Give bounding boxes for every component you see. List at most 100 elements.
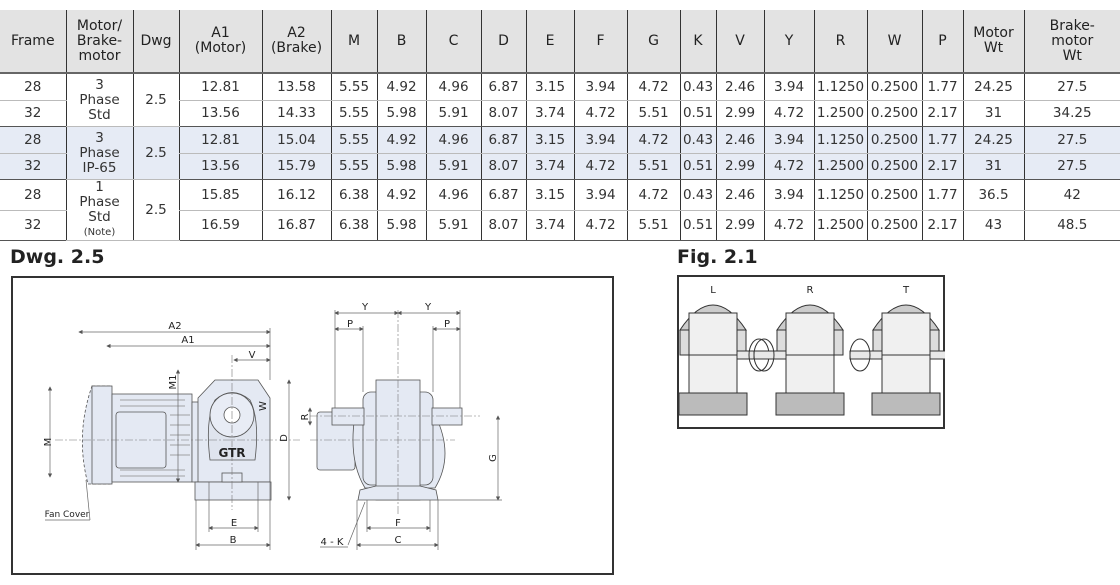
column-header: Motor/ Brake- motor bbox=[65, 10, 133, 74]
value-cell: 0.2500 bbox=[866, 126, 922, 154]
value-cell: 0.2500 bbox=[866, 73, 922, 101]
value-cell: 5.91 bbox=[425, 100, 481, 127]
value-cell: 42 bbox=[1023, 179, 1120, 211]
value-cell: 2.17 bbox=[921, 100, 963, 127]
frame-cell: 32 bbox=[0, 100, 66, 127]
value-cell: 3.94 bbox=[573, 126, 627, 154]
label-b: B bbox=[230, 535, 237, 546]
value-cell: 15.04 bbox=[261, 126, 331, 154]
value-cell: 6.87 bbox=[480, 126, 526, 154]
value-cell: 5.91 bbox=[425, 210, 481, 241]
column-header: C bbox=[425, 10, 481, 74]
value-cell: 0.2500 bbox=[866, 210, 922, 241]
value-cell: 0.2500 bbox=[866, 100, 922, 127]
value-cell: 2.99 bbox=[715, 153, 764, 180]
dimension-drawing: A2 A1 V M1 W M D E B Fan Cover GTR Y Y P… bbox=[43, 302, 502, 550]
dwg-cell: 2.5 bbox=[132, 73, 179, 127]
value-cell: 4.92 bbox=[376, 179, 426, 211]
mounting-label-T: T bbox=[902, 285, 910, 296]
label-g: G bbox=[488, 454, 499, 462]
mounting-figure: L R T bbox=[678, 285, 945, 416]
label-r: R bbox=[300, 413, 311, 420]
value-cell: 5.55 bbox=[330, 126, 377, 154]
column-header: Motor Wt bbox=[962, 10, 1024, 74]
drawing-title: Dwg. 2.5 bbox=[10, 246, 105, 268]
value-cell: 1.77 bbox=[921, 179, 963, 211]
value-cell: 5.91 bbox=[425, 153, 481, 180]
value-cell: 3.15 bbox=[525, 126, 574, 154]
value-cell: 31 bbox=[962, 153, 1024, 180]
column-header: E bbox=[525, 10, 574, 74]
value-cell: 12.81 bbox=[178, 126, 262, 154]
frame-cell: 28 bbox=[0, 126, 66, 154]
header-line: Frame bbox=[10, 32, 55, 49]
value-cell: 4.72 bbox=[763, 153, 814, 180]
header-line: K bbox=[693, 32, 703, 49]
value-cell: 4.96 bbox=[425, 179, 481, 211]
value-cell: 0.51 bbox=[679, 210, 716, 241]
value-cell: 24.25 bbox=[962, 73, 1024, 101]
value-cell: 2.99 bbox=[715, 210, 764, 241]
value-cell: 6.38 bbox=[330, 210, 377, 241]
frame-cell: 32 bbox=[0, 210, 66, 241]
value-cell: 16.87 bbox=[261, 210, 331, 241]
value-cell: 0.2500 bbox=[866, 179, 922, 211]
value-cell: 5.98 bbox=[376, 100, 426, 127]
header-line: Y bbox=[784, 32, 794, 49]
value-cell: 5.98 bbox=[376, 210, 426, 241]
value-cell: 6.87 bbox=[480, 73, 526, 101]
mounting-view-R bbox=[753, 304, 845, 416]
column-header: Dwg bbox=[132, 10, 179, 74]
value-cell: 1.1250 bbox=[813, 126, 867, 154]
value-cell: 14.33 bbox=[261, 100, 331, 127]
value-cell: 4.72 bbox=[626, 73, 680, 101]
value-cell: 8.07 bbox=[480, 153, 526, 180]
label-e: E bbox=[231, 518, 237, 529]
value-cell: 2.46 bbox=[715, 179, 764, 211]
value-cell: 3.15 bbox=[525, 179, 574, 211]
header-line: D bbox=[498, 32, 509, 49]
value-cell: 13.56 bbox=[178, 100, 262, 127]
label-a2: A2 bbox=[168, 321, 181, 332]
value-cell: 12.81 bbox=[178, 73, 262, 101]
motor-type: 3 Phase IP-65 bbox=[79, 129, 120, 176]
value-cell: 24.25 bbox=[962, 126, 1024, 154]
value-cell: 16.59 bbox=[178, 210, 262, 241]
value-cell: 3.74 bbox=[525, 153, 574, 180]
header-line: G bbox=[648, 32, 659, 49]
motor-type-cell: 3 Phase Std bbox=[65, 73, 133, 127]
label-y-right: Y bbox=[424, 302, 432, 313]
column-header: V bbox=[715, 10, 764, 74]
column-header: G bbox=[626, 10, 680, 74]
value-cell: 8.07 bbox=[480, 100, 526, 127]
label-p-right: P bbox=[444, 319, 450, 330]
value-cell: 4.72 bbox=[573, 153, 627, 180]
value-cell: 3.94 bbox=[763, 73, 814, 101]
figure-title: Fig. 2.1 bbox=[677, 246, 758, 268]
dwg-cell: 2.5 bbox=[132, 126, 179, 180]
value-cell: 0.2500 bbox=[866, 153, 922, 180]
value-cell: 3.74 bbox=[525, 100, 574, 127]
header-line: C bbox=[448, 32, 459, 49]
value-cell: 5.55 bbox=[330, 73, 377, 101]
value-cell: 4.92 bbox=[376, 73, 426, 101]
value-cell: 2.99 bbox=[715, 100, 764, 127]
header-line: Motor Wt bbox=[973, 25, 1014, 56]
value-cell: 5.51 bbox=[626, 210, 680, 241]
label-v: V bbox=[249, 350, 256, 361]
label-f: F bbox=[395, 518, 401, 529]
value-cell: 0.43 bbox=[679, 126, 716, 154]
column-header: F bbox=[573, 10, 627, 74]
value-cell: 8.07 bbox=[480, 210, 526, 241]
header-line: M bbox=[347, 32, 361, 49]
value-cell: 15.85 bbox=[178, 179, 262, 211]
value-cell: 5.55 bbox=[330, 100, 377, 127]
label-m: M bbox=[43, 438, 54, 447]
value-cell: 2.17 bbox=[921, 153, 963, 180]
